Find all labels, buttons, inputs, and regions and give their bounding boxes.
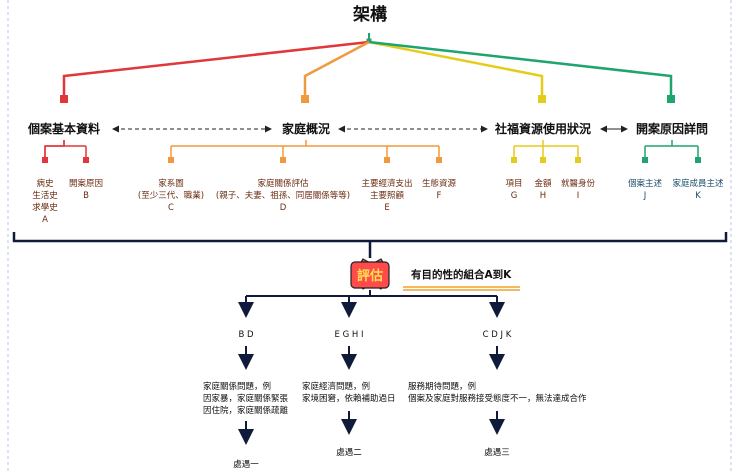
outcome-1-line-2: 因家暴，家庭關係緊張 xyxy=(203,393,289,404)
item-d-line-2: (親子、夫妻、祖孫、同居關係等等) xyxy=(216,190,350,201)
section-label-family-overview: 家庭概況 xyxy=(282,121,330,136)
outcome-1-combo: B D xyxy=(238,330,254,340)
item-a-letter: A xyxy=(42,215,48,225)
item-i-letter: I xyxy=(577,191,580,201)
branch-line-4 xyxy=(368,40,673,95)
outcome-1-line-3: 因住院，家庭關係疏離 xyxy=(203,405,289,416)
section-link-2-3-left-head xyxy=(338,125,345,133)
grouping-bracket xyxy=(12,232,728,258)
item-a-line-2: 生活史 xyxy=(32,190,58,201)
item-d-line-1: 家庭關係評估 xyxy=(257,178,309,189)
item-a-line-3: 求學史 xyxy=(32,202,58,213)
item-g-letter: G xyxy=(511,191,518,201)
diagram-title: 架構 xyxy=(353,4,387,25)
item-d-letter: D xyxy=(280,203,287,213)
branch-node-4 xyxy=(667,95,675,103)
item-node-i xyxy=(575,157,581,163)
section-link-1-2-left-head xyxy=(112,125,119,133)
outcome-3-combo: C D J K xyxy=(483,330,512,340)
item-node-f xyxy=(436,157,442,163)
outcome-2-line-1: 家庭經濟問題，例 xyxy=(302,381,370,392)
assessment-badge-label: 評估 xyxy=(357,268,383,284)
item-b-line-1: 開案原因 xyxy=(69,178,103,189)
item-i-line-1: 就醫身份 xyxy=(561,178,596,189)
item-node-a xyxy=(42,157,48,163)
item-node-k xyxy=(695,157,701,163)
item-node-j xyxy=(642,157,648,163)
item-k-letter: K xyxy=(695,191,701,201)
item-h-line-1: 金額 xyxy=(534,178,552,189)
section-label-basic-info: 個案基本資料 xyxy=(27,121,100,136)
item-c-line-2: (至少三代、職業) xyxy=(138,190,204,201)
section-link-3-4-left-head xyxy=(600,125,607,133)
item-node-c xyxy=(168,157,174,163)
outcome-2-result: 處遇二 xyxy=(336,447,362,458)
outcome-tree-lines xyxy=(246,290,497,297)
branch-node-2 xyxy=(301,95,309,103)
item-node-g xyxy=(511,157,517,163)
branch-line-2 xyxy=(303,40,370,95)
item-node-e xyxy=(384,157,390,163)
outcome-3-result: 處遇三 xyxy=(484,447,510,458)
item-e-line-2: 主要照顧 xyxy=(370,190,405,201)
section-link-1-2-right-head xyxy=(265,125,272,133)
subtree-lines-family-overview xyxy=(170,140,440,157)
item-node-h xyxy=(540,157,546,163)
item-h-letter: H xyxy=(540,191,546,201)
outcome-2-combo: E G H I xyxy=(335,330,364,340)
item-j-letter: J xyxy=(643,191,647,201)
section-label-welfare-usage: 社福資源使用狀況 xyxy=(494,121,591,136)
item-e-letter: E xyxy=(384,203,389,213)
item-c-line-1: 家系圖 xyxy=(158,178,184,189)
assessment-badge: 評估 xyxy=(350,258,390,290)
item-g-line-1: 項目 xyxy=(505,179,522,189)
branch-line-1 xyxy=(62,40,370,95)
section-link-3-4-right-head xyxy=(621,125,628,133)
branch-node-3 xyxy=(538,95,546,103)
item-node-b xyxy=(83,157,89,163)
item-e-line-1: 主要經濟支出 xyxy=(361,178,412,189)
subtree-lines-basic-info xyxy=(44,140,65,157)
outcome-3-line-1: 服務期待問題，例 xyxy=(408,381,476,392)
branch-node-1 xyxy=(60,95,68,103)
section-link-2-3-right-head xyxy=(481,125,488,133)
section-label-case-reason: 開案原因詳問 xyxy=(636,121,708,136)
item-c-letter: C xyxy=(168,203,174,213)
outcome-1-line-1: 家庭關係問題，例 xyxy=(203,381,271,392)
subtree-lines-welfare-usage xyxy=(513,140,579,157)
item-f-line-1: 生態資源 xyxy=(422,178,457,189)
item-a-line-1: 病史 xyxy=(36,178,54,189)
outcome-3-line-2: 個案及家庭對服務接受態度不一，無法達成合作 xyxy=(408,393,587,404)
branch-line-3 xyxy=(368,40,544,95)
assessment-caption: 有目的性的組合A到K xyxy=(411,268,512,281)
outcome-1-result: 處遇一 xyxy=(233,459,259,470)
item-j-line-1: 個案主述 xyxy=(628,178,663,189)
item-k-line-1: 家庭成員主述 xyxy=(672,178,724,189)
item-node-d xyxy=(280,157,286,163)
subtree-lines-basic-info-a xyxy=(44,140,87,157)
item-b-letter: B xyxy=(83,191,89,201)
root-node xyxy=(366,38,372,44)
outcome-2-line-2: 家境困窘，依賴補助過日 xyxy=(302,393,396,404)
subtree-lines-case-reason xyxy=(644,140,699,157)
item-f-letter: F xyxy=(437,191,442,201)
